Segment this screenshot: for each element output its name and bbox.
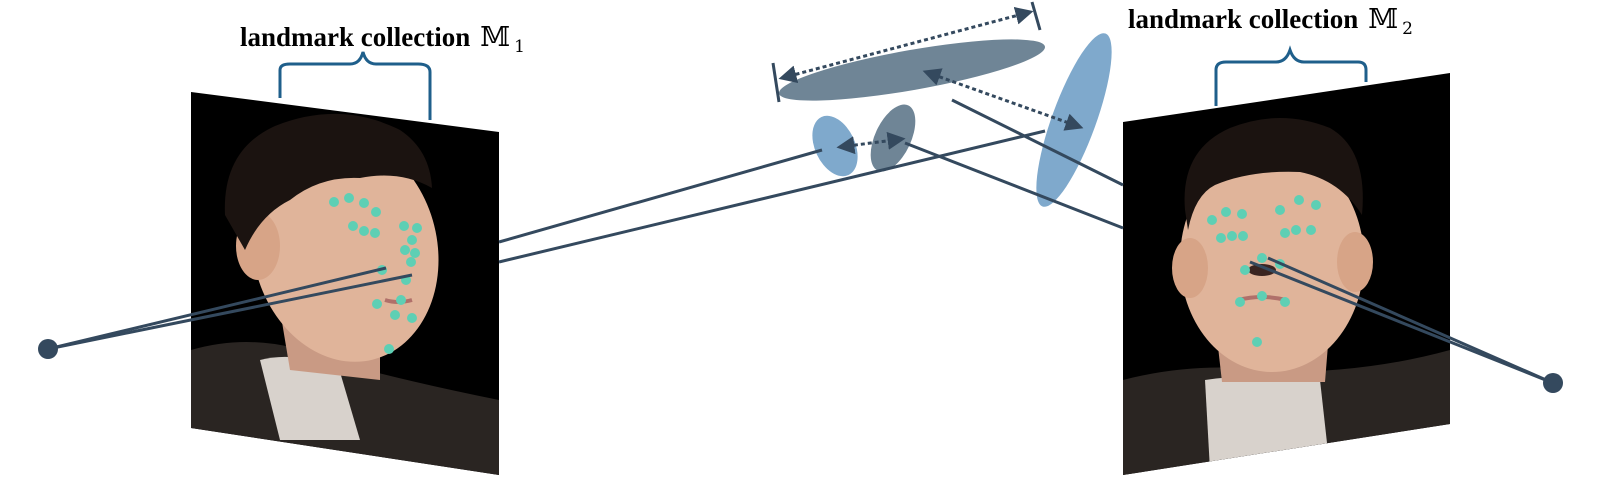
left-landmark-points bbox=[329, 193, 422, 354]
dotted-arrows bbox=[778, 7, 1084, 155]
left-collection-label: landmark collection 𝕄 1 bbox=[240, 22, 525, 57]
left-face-photo bbox=[191, 92, 499, 475]
small-blue-ellipse bbox=[812, 115, 858, 177]
right-collection-label: landmark collection 𝕄 2 bbox=[1128, 4, 1413, 39]
right-face-photo bbox=[1123, 73, 1450, 475]
left-camera-center bbox=[38, 339, 58, 359]
arrow-end-ticks bbox=[771, 1, 1042, 103]
projection-lines bbox=[47, 98, 1554, 385]
left-brace bbox=[278, 51, 432, 120]
right-brace bbox=[1214, 45, 1368, 106]
right-camera-center bbox=[1543, 373, 1563, 393]
